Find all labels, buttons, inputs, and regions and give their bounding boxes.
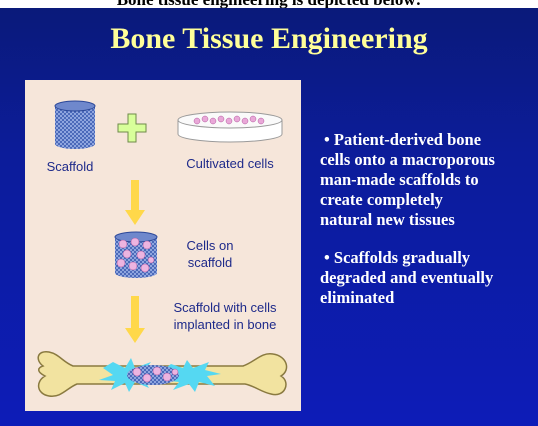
bullet-line: man-made scaffolds to: [320, 170, 538, 190]
bullet-symbol: •: [320, 248, 330, 267]
cultivated-cells-label: Cultivated cells: [175, 156, 285, 172]
cell-seeded-scaffold-icon: [111, 230, 161, 280]
bullet-symbol: •: [320, 130, 330, 149]
bullet-line: Patient-derived bone: [334, 130, 481, 149]
implanted-label-1: Scaffold with cells: [160, 300, 290, 316]
cells-on-scaffold-label-2: scaffold: [175, 255, 245, 271]
bullet-line: natural new tissues: [320, 210, 538, 230]
petri-dish-icon: [175, 110, 285, 144]
scaffold-cylinder-icon: [53, 100, 97, 150]
bullet-line: Scaffolds gradually: [334, 248, 470, 267]
implanted-label-2: implanted in bone: [160, 317, 290, 333]
cells-on-scaffold-label-1: Cells on: [175, 238, 245, 254]
bone-icon: [33, 348, 295, 402]
bullet-item: • Scaffolds gradually degraded and event…: [320, 248, 538, 308]
bullet-line: cells onto a macroporous: [320, 150, 538, 170]
slide-title: Bone Tissue Engineering: [0, 21, 538, 57]
bullet-list: • Patient-derived bone cells onto a macr…: [320, 130, 538, 326]
figure-caption: Bone tissue engineering is depicted belo…: [0, 0, 538, 8]
plus-icon: [117, 113, 147, 143]
bullet-line: degraded and eventually: [320, 268, 538, 288]
diagram-panel: Scaffold Cultivated cells Cells on scaff…: [25, 80, 301, 411]
bullet-item: • Patient-derived bone cells onto a macr…: [320, 130, 538, 230]
bullet-line: eliminated: [320, 288, 538, 308]
slide: Bone Tissue Engineering: [0, 8, 538, 426]
scaffold-label: Scaffold: [35, 159, 105, 175]
down-arrow-icon: [124, 296, 146, 344]
down-arrow-icon: [124, 180, 146, 226]
bullet-line: create completely: [320, 190, 538, 210]
